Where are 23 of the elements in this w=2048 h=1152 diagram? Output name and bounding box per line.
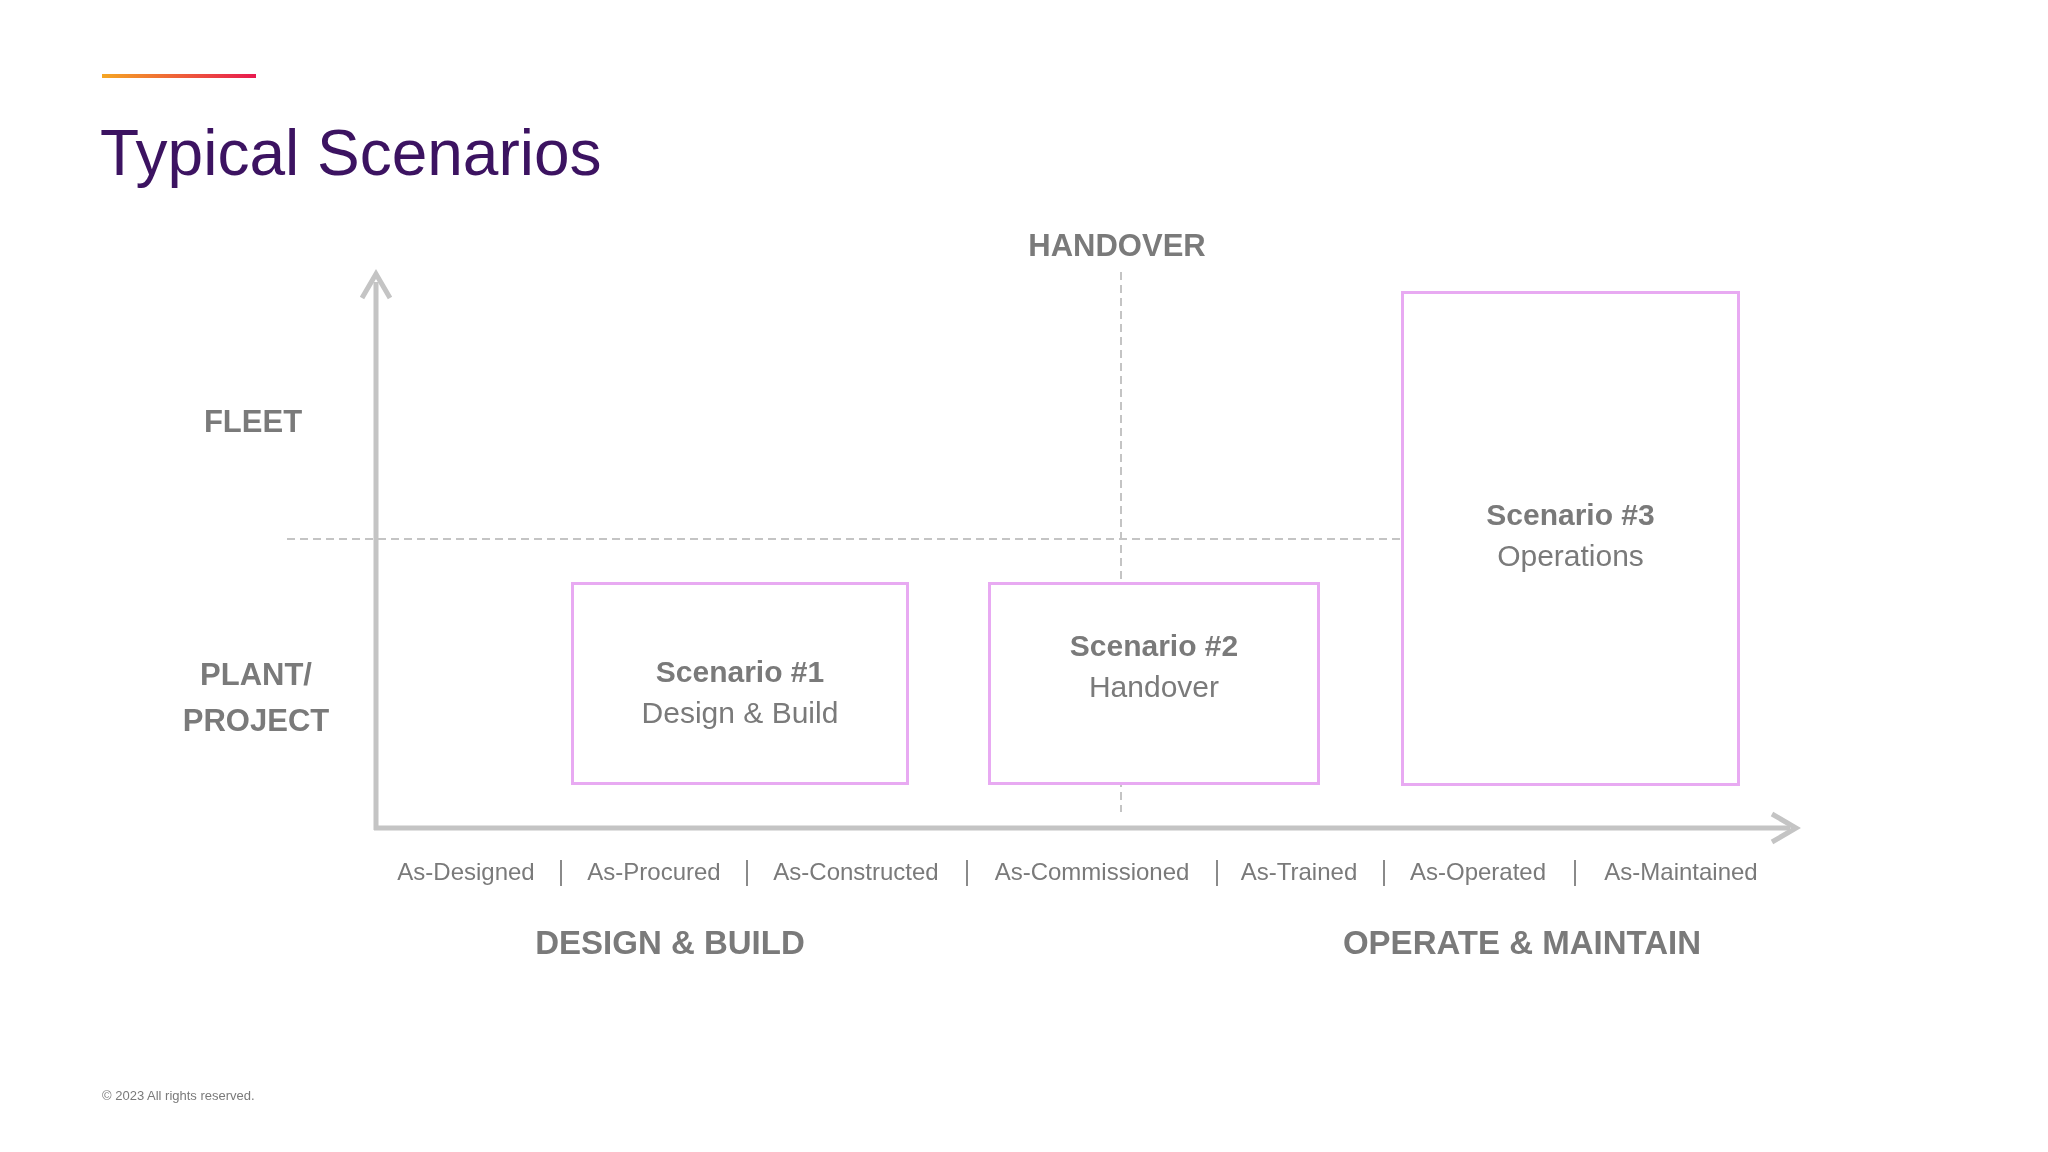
phase-label: DESIGN & BUILD [535,924,805,962]
axis-tick-label: As-Maintained [1604,858,1758,886]
scenario-heading: Scenario #2 [1069,628,1239,664]
phase-label: HANDOVER [1028,228,1206,264]
slide-title: Typical Scenarios [100,118,602,189]
scenario-subtitle: Operations [1497,538,1644,574]
axis-tick-label: As-Procured [587,858,721,886]
axis-level-label: PLANT/ PROJECT [181,656,331,740]
scenario-box [1401,291,1740,786]
scenario-subtitle: Design & Build [641,695,839,731]
axis-tick-label: As-Trained [1240,858,1358,886]
scenario-heading: Scenario #3 [1486,497,1655,533]
axis-tick-label: As-Designed [397,858,535,886]
axis-tick-label: As-Commissioned [994,858,1190,886]
phase-label: OPERATE & MAINTAIN [1342,924,1702,962]
scenario-box [988,582,1320,785]
axis-tick-label: As-Operated [1409,858,1547,886]
scenario-heading: Scenario #1 [655,654,825,690]
scenario-subtitle: Handover [1088,669,1220,705]
scenario-box [571,582,909,785]
axis-level-label: FLEET [203,404,303,440]
axis-tick-label: As-Constructed [773,858,939,886]
copyright-text: © 2023 All rights reserved. [102,1089,255,1104]
